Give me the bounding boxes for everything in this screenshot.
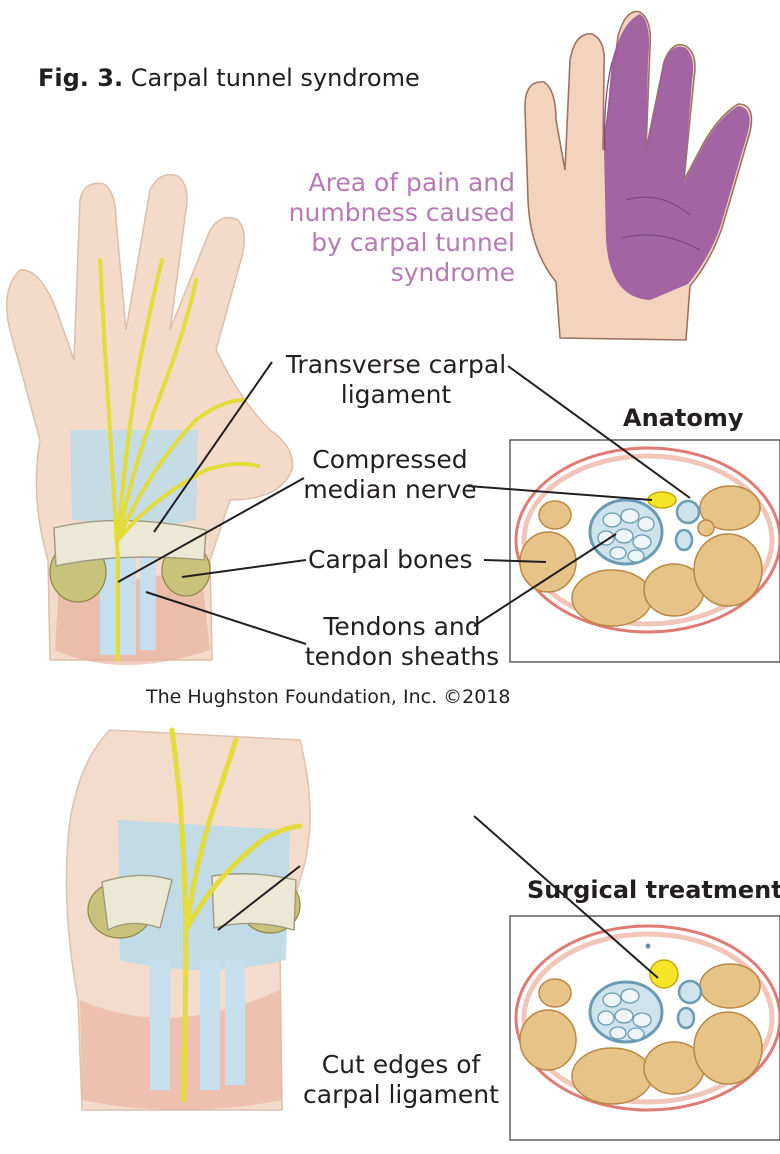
anatomy-hand-illustration <box>7 175 293 665</box>
figure-title: Fig. 3. Carpal tunnel syndrome <box>38 64 420 92</box>
section-title-anatomy: Anatomy <box>623 404 743 432</box>
label-carpal-bones: Carpal bones <box>308 545 473 575</box>
section-title-surgical: Surgical treatment <box>527 876 780 904</box>
label-cut-line1: Cut edges of <box>296 1050 506 1080</box>
pain-area-label: Area of pain and numbness caused by carp… <box>275 168 515 288</box>
label-median-line1: Compressed <box>290 445 490 475</box>
label-median-line2: median nerve <box>290 475 490 505</box>
surgical-hand-illustration <box>66 730 310 1110</box>
figure-title-text: Carpal tunnel syndrome <box>131 64 420 92</box>
label-tendons: Tendons and tendon sheaths <box>302 612 502 672</box>
figure-number: Fig. 3. <box>38 64 123 92</box>
surgical-cross-section <box>510 916 780 1140</box>
label-cut-edges: Cut edges of carpal ligament <box>296 1050 506 1110</box>
copyright-credit: The Hughston Foundation, Inc. ©2018 <box>146 686 511 708</box>
anatomy-cross-section <box>510 440 780 662</box>
label-transverse-line2: ligament <box>276 380 516 410</box>
label-transverse-line1: Transverse carpal <box>276 350 516 380</box>
label-tendons-line2: tendon sheaths <box>302 642 502 672</box>
hand-pain-area-illustration <box>525 12 752 341</box>
label-compressed-median-nerve: Compressed median nerve <box>290 445 490 505</box>
label-tendons-line1: Tendons and <box>302 612 502 642</box>
label-transverse-carpal-ligament: Transverse carpal ligament <box>276 350 516 410</box>
label-cut-line2: carpal ligament <box>296 1080 506 1110</box>
